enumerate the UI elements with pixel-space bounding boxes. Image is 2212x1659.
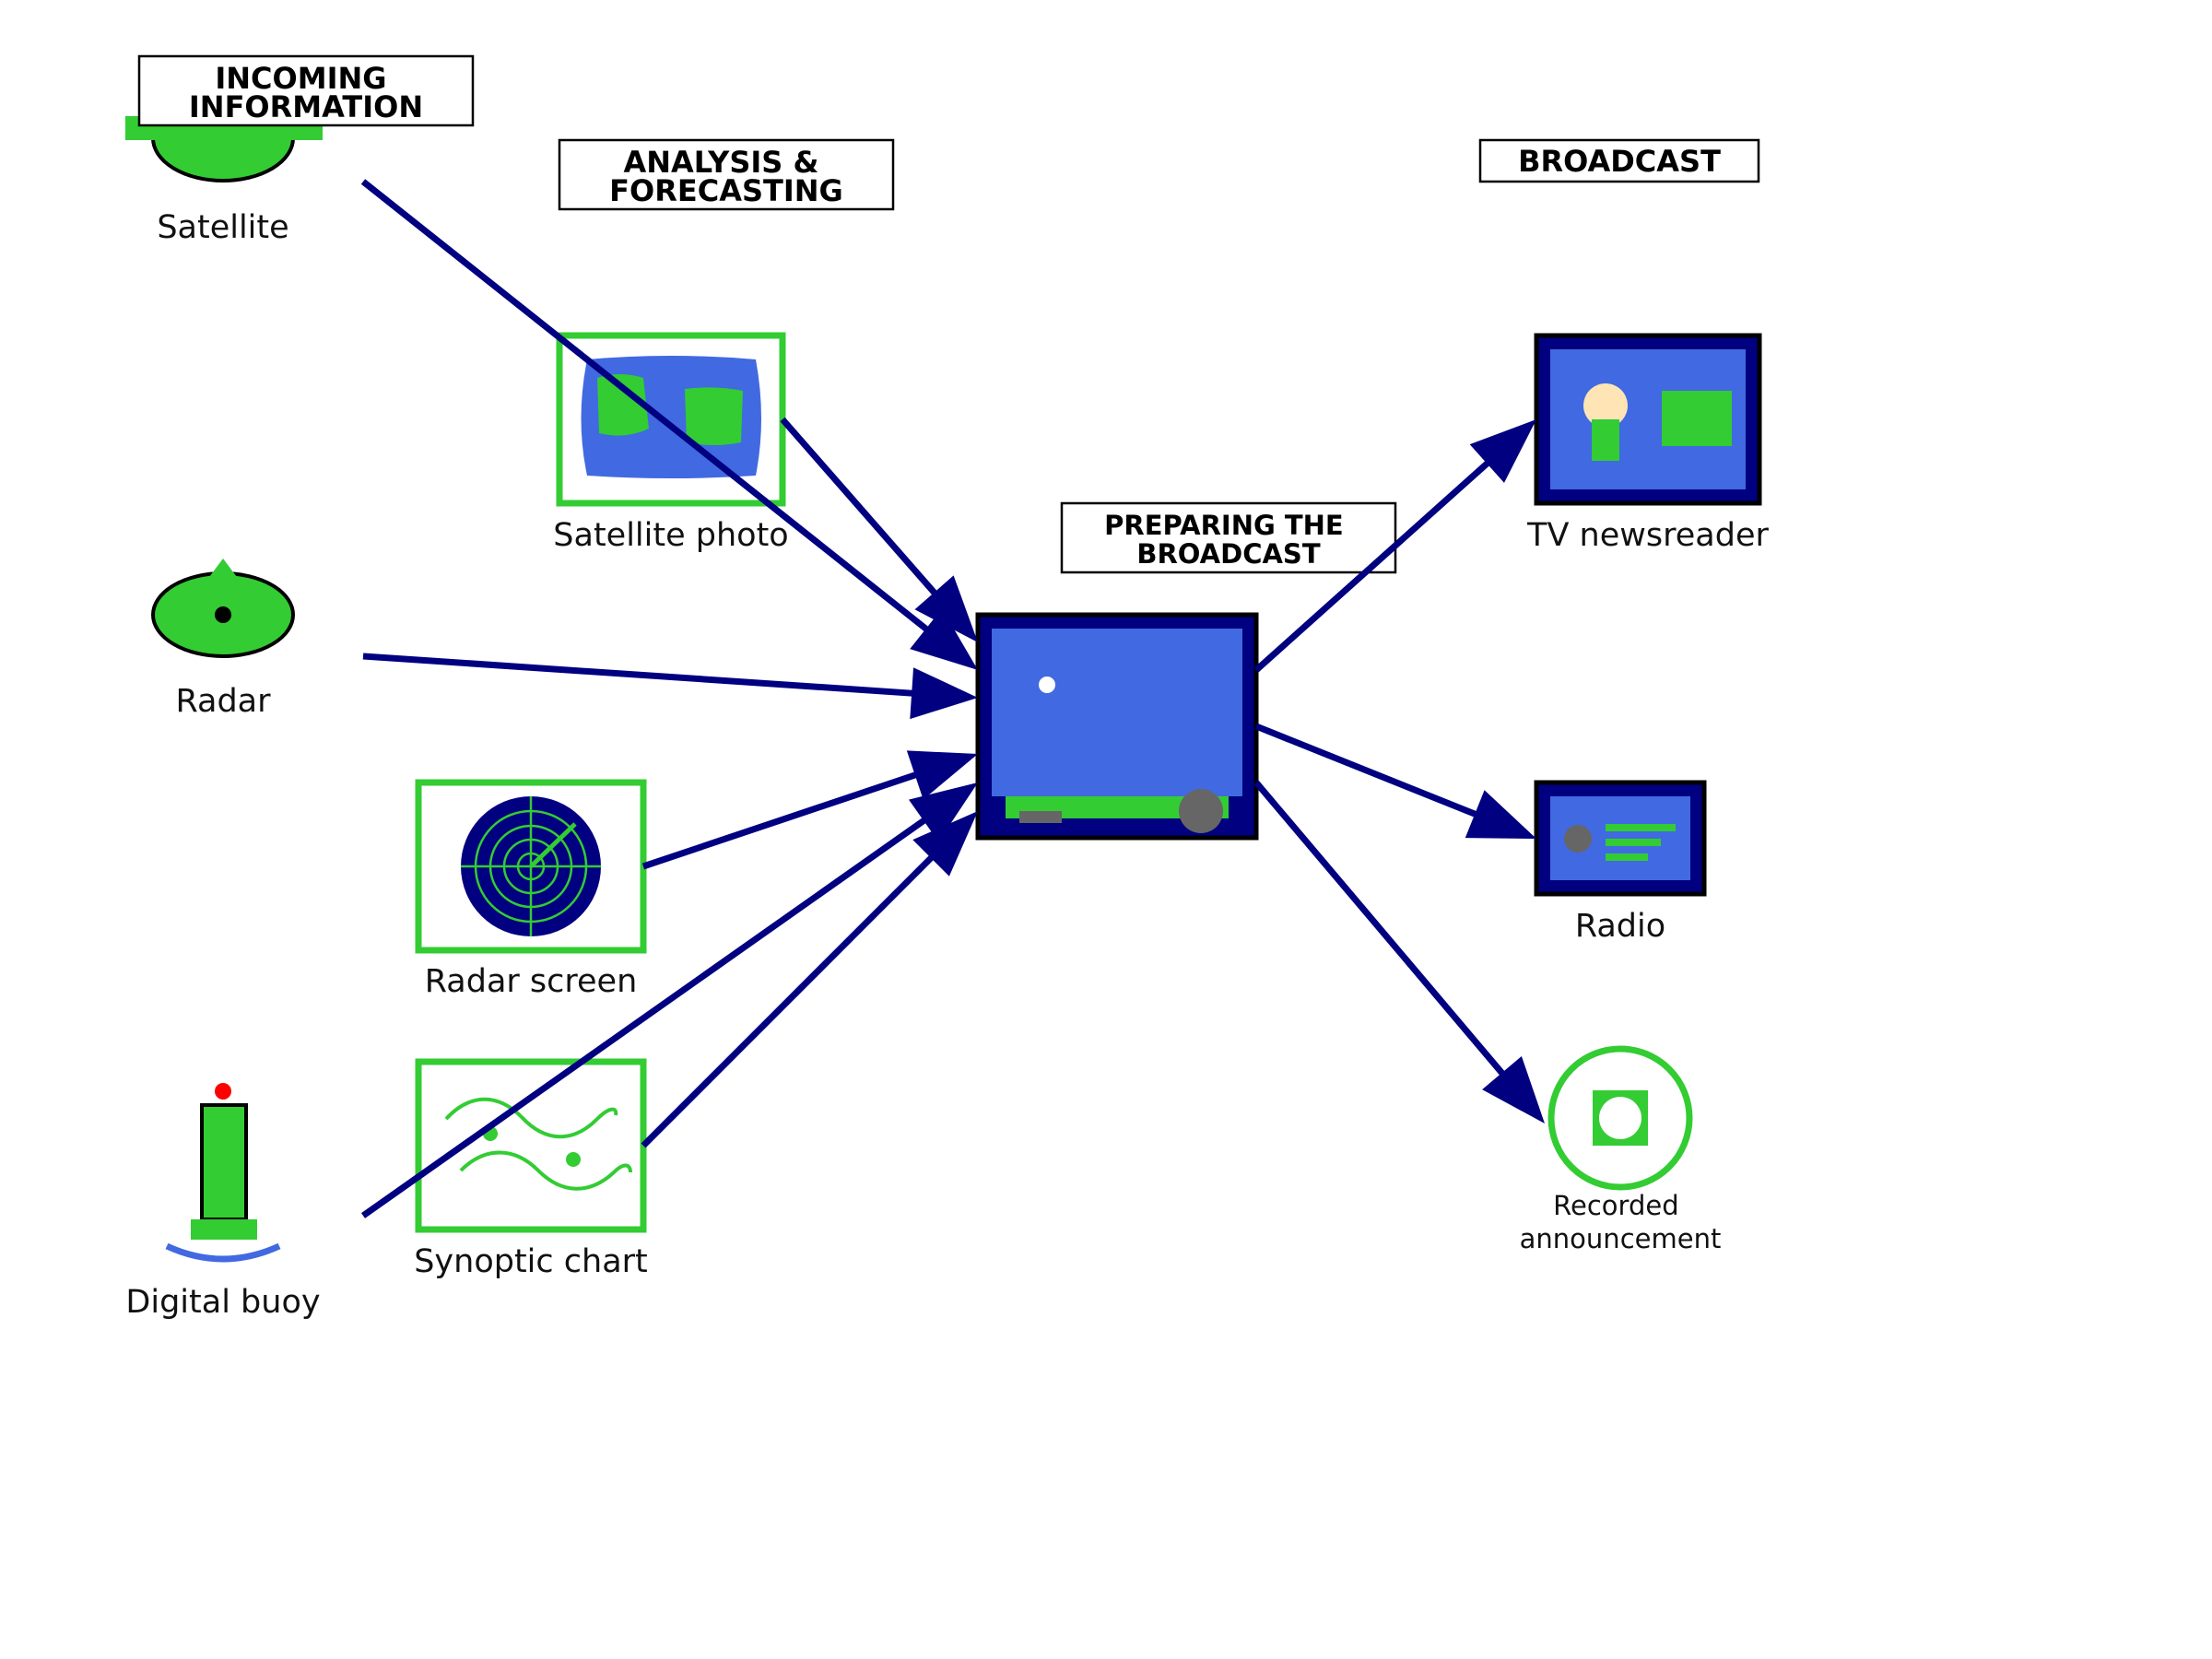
analysis-header-line-2: FORECASTING [609, 173, 843, 208]
satellite-photo-icon [556, 332, 786, 507]
arrow-radar-screen-to-preparing [641, 750, 978, 870]
incoming-information-header: INCOMING INFORMATION [137, 54, 475, 127]
arrow-shaft [641, 770, 922, 870]
arrow-preparing-to-tv-newsreader [1253, 419, 1536, 673]
arrow-satellite-to-preparing [360, 179, 978, 670]
arrow-shaft [641, 852, 937, 1148]
arrow-shaft [1253, 457, 1494, 673]
radar-screen-icon [415, 779, 647, 954]
synoptic-chart-icon [415, 1058, 647, 1233]
svg-text:INCOMING INFORMATION: INCOMING INFORMATION [189, 61, 423, 124]
arrow-preparing-to-radio [1254, 723, 1536, 839]
broadcast-header: BROADCAST [1478, 138, 1760, 183]
arrow-radar-to-preparing [362, 653, 978, 720]
flow-arrows [360, 179, 1545, 1218]
arrow-shaft [360, 179, 933, 635]
tv-icon [1534, 333, 1762, 506]
digital-buoy-label: Digital buoy [125, 1284, 320, 1321]
radar-screen-label: Radar screen [425, 963, 638, 1000]
arrow-head [912, 811, 978, 877]
recorded-announcement-line-1: Recorded [1553, 1190, 1678, 1221]
arrow-head [906, 750, 978, 800]
incoming-header-line-1: INCOMING [215, 61, 386, 96]
synoptic-chart-label: Synoptic chart [414, 1243, 648, 1280]
speaker-icon [1547, 1045, 1693, 1191]
tv-newsreader-label: TV newsreader [1526, 517, 1769, 554]
radio-icon [1534, 780, 1707, 897]
recorded-announcement-line-2: announcement [1520, 1223, 1722, 1254]
arrow-head [1482, 1055, 1545, 1124]
arrow-head [909, 782, 978, 842]
broadcast-header-text: BROADCAST [1518, 144, 1721, 179]
arrow-head [914, 575, 978, 642]
satellite-label: Satellite [157, 209, 288, 246]
radar-icon [151, 559, 295, 658]
preparing-broadcast-header: PREPARING THE BROADCAST [1060, 501, 1397, 574]
svg-text:ANALYSIS & FORECASTING: ANALYSIS & FORECASTING [609, 145, 843, 208]
buoy-icon [165, 1083, 281, 1263]
arrow-shaft [1253, 780, 1509, 1079]
arrow-digital-buoy-to-preparing [360, 782, 978, 1218]
arrow-head [910, 667, 978, 720]
studio-monitor-icon [975, 612, 1259, 841]
arrow-satellite-photo-to-preparing [780, 417, 978, 642]
arrow-head [910, 608, 978, 670]
arrow-shaft [362, 653, 918, 698]
arrow-preparing-to-recorded-announcement [1253, 780, 1545, 1124]
analysis-header-line-1: ANALYSIS & [623, 145, 818, 180]
radar-label: Radar [175, 683, 271, 720]
preparing-header-line-2: BROADCAST [1136, 538, 1320, 570]
svg-text:PREPARING THE BROADCAST: PREPARING THE BROADCAST [1104, 510, 1353, 570]
arrow-head [1465, 790, 1536, 839]
preparing-header-line-1: PREPARING THE [1104, 510, 1344, 541]
arrow-shaft [780, 417, 941, 599]
arrow-synoptic-chart-to-preparing [641, 811, 978, 1148]
satellite-photo-label: Satellite photo [553, 517, 788, 554]
radio-label: Radio [1575, 908, 1665, 945]
recorded-announcement-label: Recorded announcement [1520, 1190, 1722, 1254]
arrow-shaft [360, 815, 931, 1218]
arrow-head [1469, 419, 1536, 483]
analysis-forecasting-header: ANALYSIS & FORECASTING [558, 138, 895, 211]
incoming-header-line-2: INFORMATION [189, 89, 423, 124]
arrow-shaft [1254, 723, 1482, 819]
